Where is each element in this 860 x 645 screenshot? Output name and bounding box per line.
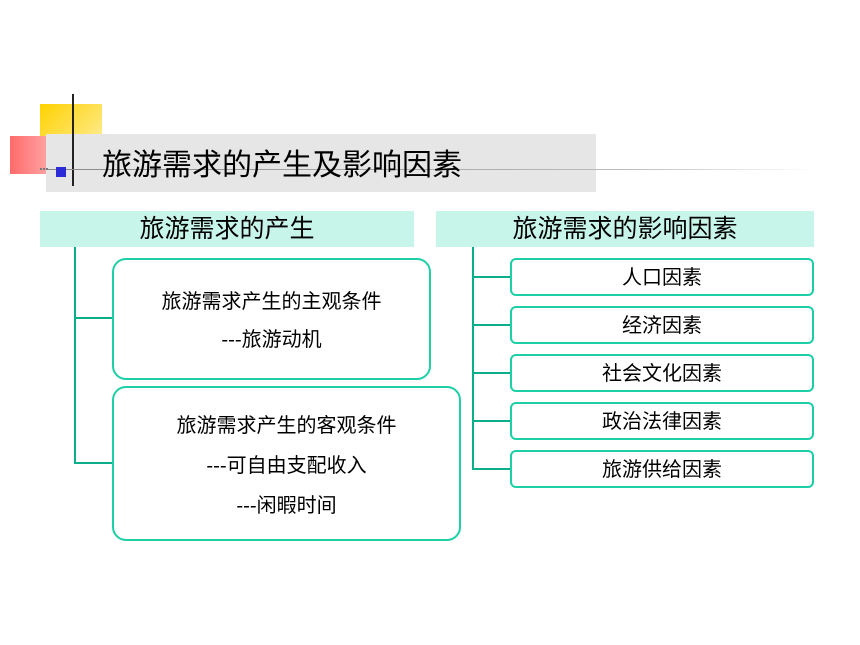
- right-column-header: 旅游需求的影响因素: [436, 211, 814, 247]
- factor-box-political-legal: 政治法律因素: [510, 402, 814, 440]
- title-bar-background: [46, 134, 596, 192]
- title-underline: [46, 169, 816, 170]
- right-branch-4: [472, 420, 512, 422]
- left-tree-trunk: [74, 247, 76, 464]
- left-column-header: 旅游需求的产生: [40, 211, 414, 247]
- subjective-condition-box: 旅游需求产生的主观条件 ---旅游动机: [112, 258, 431, 380]
- factor-box-population: 人口因素: [510, 258, 814, 296]
- factor-box-tourism-supply: 旅游供给因素: [510, 450, 814, 488]
- decorative-vertical-line: [72, 94, 74, 186]
- right-branch-2: [472, 324, 512, 326]
- right-branch-1: [472, 276, 512, 278]
- objective-condition-income: ---可自由支配收入: [206, 453, 367, 477]
- subjective-condition-detail: ---旅游动机: [221, 327, 322, 351]
- title-bullet-icon: [56, 167, 66, 177]
- subjective-condition-title: 旅游需求产生的主观条件: [161, 289, 382, 313]
- right-tree-trunk: [472, 247, 474, 470]
- factor-box-economic: 经济因素: [510, 306, 814, 344]
- objective-condition-leisure: ---闲暇时间: [236, 493, 337, 517]
- decorative-dots: [40, 168, 48, 172]
- factor-box-social-cultural: 社会文化因素: [510, 354, 814, 392]
- right-branch-3: [472, 372, 512, 374]
- objective-condition-box: 旅游需求产生的客观条件 ---可自由支配收入 ---闲暇时间: [112, 386, 461, 541]
- left-branch-1: [74, 317, 114, 319]
- page-title: 旅游需求的产生及影响因素: [102, 148, 462, 183]
- objective-condition-title: 旅游需求产生的客观条件: [176, 413, 397, 437]
- left-branch-2: [74, 462, 114, 464]
- right-branch-5: [472, 468, 512, 470]
